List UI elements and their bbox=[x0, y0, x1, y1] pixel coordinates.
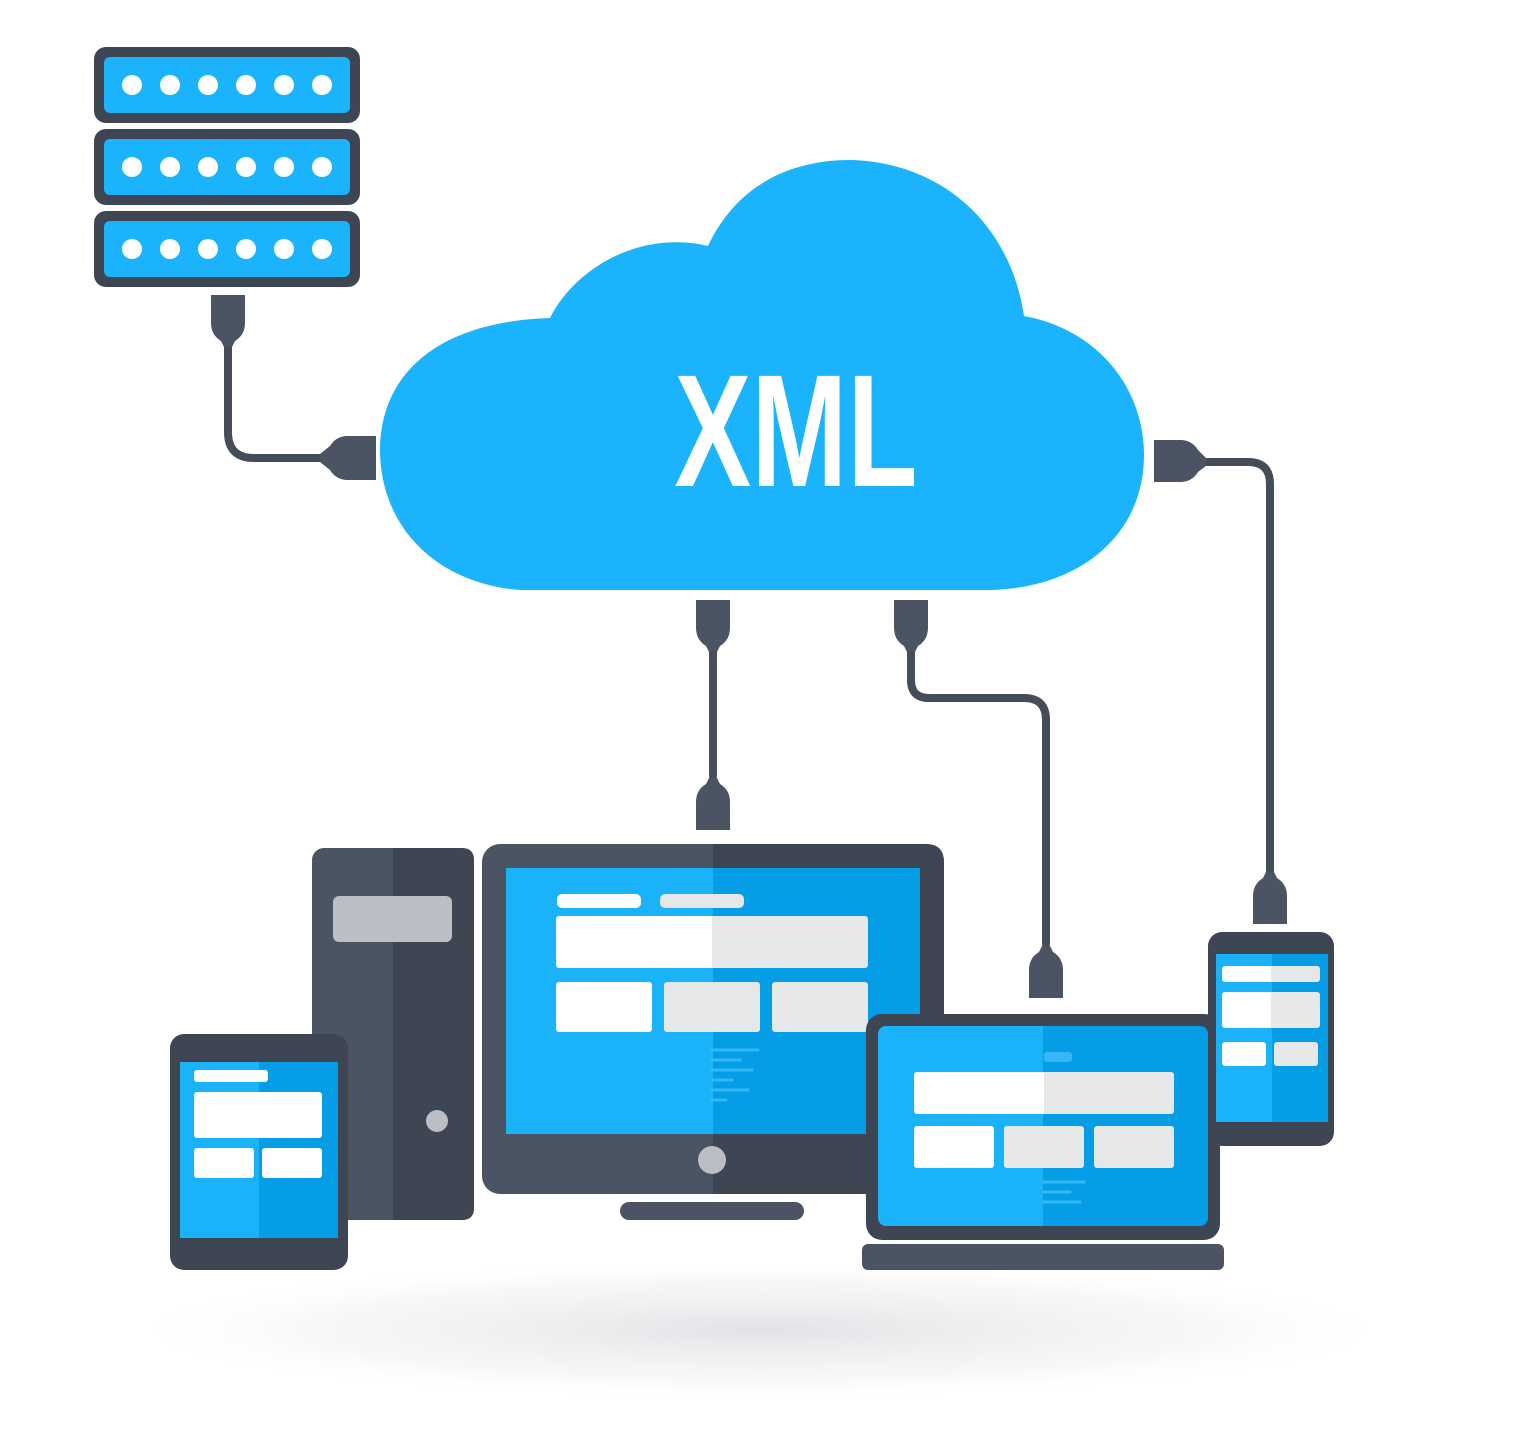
cables bbox=[224, 341, 1274, 948]
server-rack-icon bbox=[94, 47, 360, 287]
desktop-tower-icon bbox=[312, 848, 474, 1220]
monitor-power-button bbox=[698, 1146, 726, 1174]
laptop-icon bbox=[862, 1014, 1224, 1270]
plug-icon bbox=[211, 295, 1287, 998]
cloud-icon bbox=[379, 160, 1144, 590]
monitor-icon bbox=[482, 844, 944, 1220]
tower-power-button bbox=[426, 1110, 448, 1132]
floor-shadow bbox=[120, 1260, 1400, 1400]
cloud-label: XML bbox=[674, 341, 917, 520]
tablet-icon bbox=[170, 1034, 348, 1270]
phone-icon bbox=[1208, 932, 1334, 1146]
